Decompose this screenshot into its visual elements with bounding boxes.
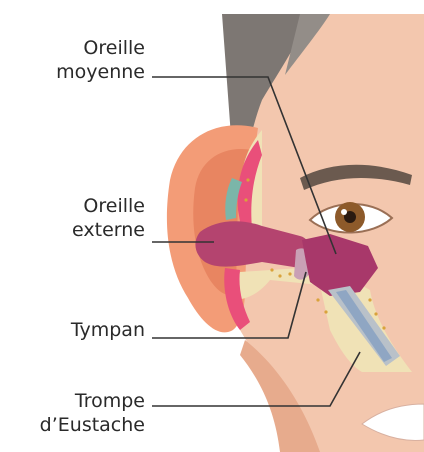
label-middle-ear: Oreille moyenne xyxy=(56,36,145,84)
label-middle-ear-line1: Oreille xyxy=(56,36,145,60)
label-outer-ear-line2: externe xyxy=(72,218,145,242)
label-outer-ear: Oreille externe xyxy=(72,194,145,242)
label-eustachian-line2: d’Eustache xyxy=(40,413,145,437)
eye-glint xyxy=(341,209,347,215)
label-middle-ear-line2: moyenne xyxy=(56,60,145,84)
label-eardrum-line1: Tympan xyxy=(71,318,145,342)
label-outer-ear-line1: Oreille xyxy=(72,194,145,218)
label-eardrum: Tympan xyxy=(71,318,145,342)
label-eustachian-line1: Trompe xyxy=(40,389,145,413)
label-eustachian-tube: Trompe d’Eustache xyxy=(40,389,145,437)
